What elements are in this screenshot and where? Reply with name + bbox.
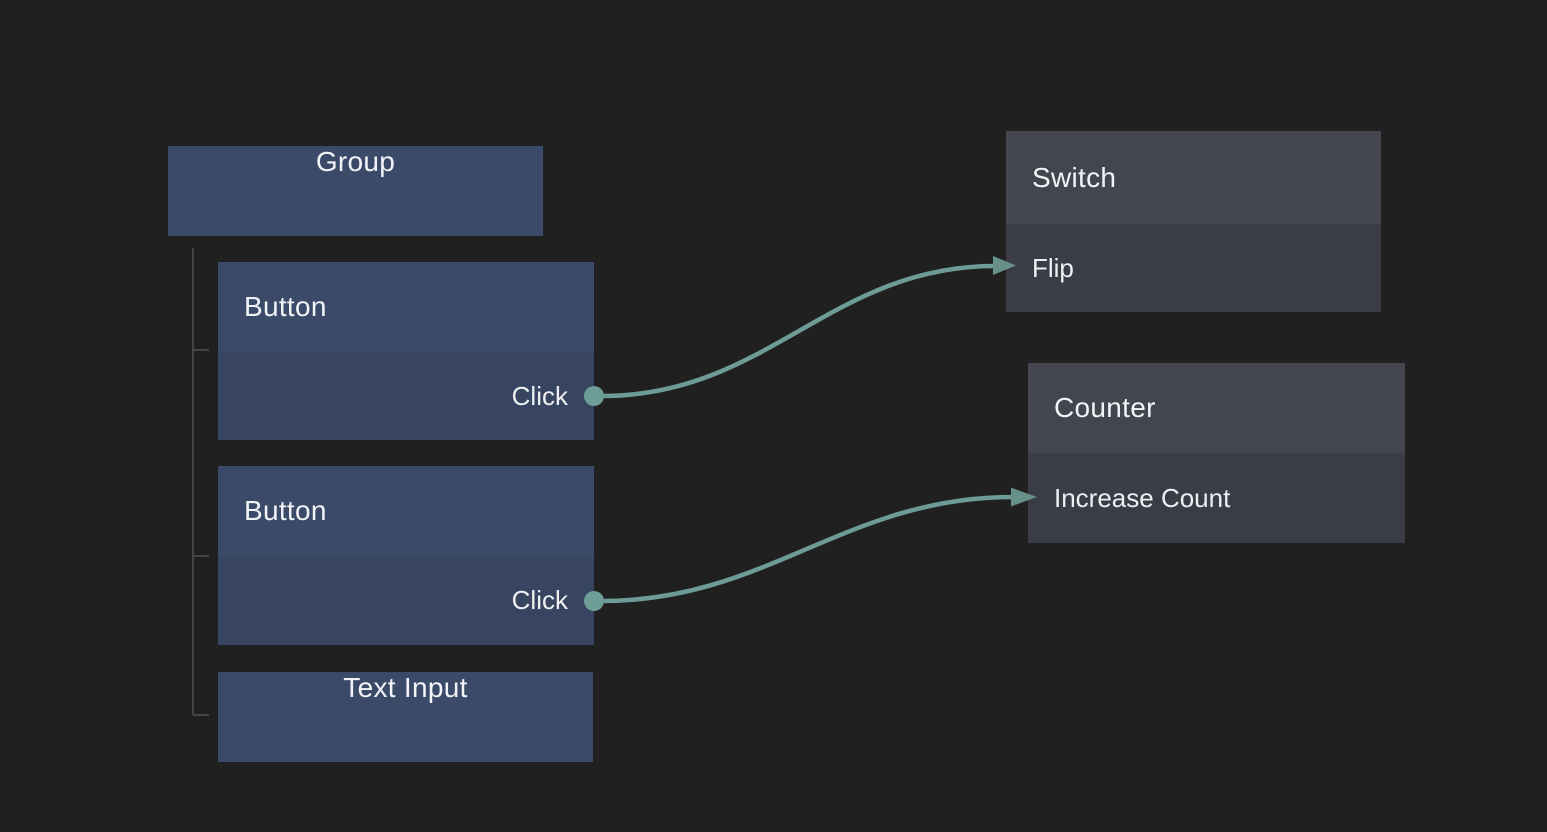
node-button-2-output-row[interactable]: Click bbox=[218, 556, 604, 645]
node-text-input[interactable]: Text Input bbox=[218, 672, 593, 762]
node-button-2[interactable]: Button Click bbox=[218, 466, 604, 645]
node-switch-title: Switch bbox=[1032, 161, 1117, 193]
output-port-click[interactable] bbox=[584, 386, 604, 406]
node-counter-title: Counter bbox=[1054, 392, 1156, 423]
node-switch-action-row-flip[interactable]: Flip bbox=[1006, 224, 1381, 312]
node-button-1[interactable]: Button Click bbox=[218, 262, 604, 440]
node-button-2-title: Button bbox=[244, 495, 327, 526]
node-group[interactable]: Group bbox=[168, 146, 543, 236]
node-button-1-output-row[interactable]: Click bbox=[218, 352, 604, 440]
node-counter[interactable]: Counter Increase Count bbox=[1028, 363, 1405, 543]
edge-arrowhead-flip bbox=[993, 256, 1016, 275]
node-counter-header: Counter bbox=[1028, 363, 1405, 453]
node-switch[interactable]: Switch Flip bbox=[1006, 131, 1381, 312]
output-port-label: Click bbox=[511, 585, 568, 615]
node-counter-action-row-increase[interactable]: Increase Count bbox=[1028, 453, 1405, 543]
edge-arrowhead-increase-count bbox=[1011, 487, 1037, 507]
node-button-2-header: Button bbox=[218, 466, 594, 556]
edge-button2-click-to-counter-increase[interactable] bbox=[599, 494, 1016, 604]
node-group-title: Group bbox=[315, 146, 396, 177]
action-label: Flip bbox=[1032, 252, 1074, 283]
node-button-1-header: Button bbox=[218, 262, 594, 352]
edge-button1-click-to-switch-flip[interactable] bbox=[599, 263, 998, 399]
node-text-input-title: Text Input bbox=[343, 672, 468, 703]
output-port-label: Click bbox=[511, 380, 568, 411]
node-button-1-title: Button bbox=[244, 291, 327, 322]
node-switch-header: Switch bbox=[1006, 131, 1381, 224]
output-port-click[interactable] bbox=[584, 590, 604, 611]
action-label: Increase Count bbox=[1054, 482, 1231, 513]
